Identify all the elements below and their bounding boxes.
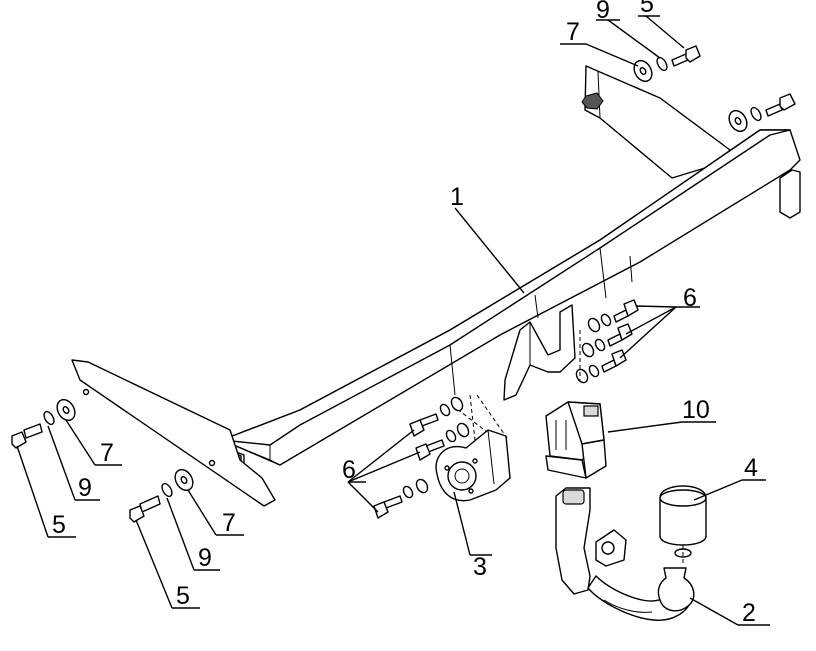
center-hanger	[503, 304, 576, 401]
right-side-bracket	[584, 65, 731, 179]
callout-4: 4	[744, 454, 758, 482]
callout-6-left: 6	[342, 456, 356, 484]
module-unit	[545, 401, 607, 479]
callout-2: 2	[742, 599, 756, 627]
left-side-bracket	[71, 359, 276, 507]
callout-1: 1	[450, 183, 464, 211]
beam-top-face	[221, 129, 791, 446]
callout-9-lower: 9	[198, 544, 212, 572]
callout-5-left: 5	[52, 511, 66, 539]
main-beam	[71, 65, 801, 507]
callout-7-top: 7	[566, 18, 580, 46]
fasteners-left	[11, 398, 194, 523]
callout-7-left: 7	[100, 439, 114, 467]
fasteners-top	[633, 45, 796, 133]
callout-6-right: 6	[683, 284, 697, 312]
callout-3: 3	[473, 553, 487, 581]
callout-9-left: 9	[78, 474, 92, 502]
right-bracket-nut	[581, 92, 604, 110]
fasteners-set-6-left	[373, 394, 476, 519]
socket-plate	[435, 394, 511, 502]
leader-lines	[16, 15, 770, 626]
callout-5-top: 5	[640, 0, 654, 18]
callout-7-lower: 7	[222, 509, 236, 537]
right-end-plate	[779, 169, 801, 219]
spring-washer-9-top	[656, 56, 668, 72]
fasteners-set-6-right	[575, 299, 639, 384]
callout-10: 10	[682, 396, 710, 424]
tow-ball-neck	[555, 487, 695, 621]
callout-9-top: 9	[596, 0, 610, 24]
callout-labels: 1 6 6 10 4 3 2 7 9 5 7 9 5 7 9 5	[52, 0, 758, 627]
ball-cover	[659, 485, 707, 566]
callout-5-lower: 5	[176, 582, 190, 610]
